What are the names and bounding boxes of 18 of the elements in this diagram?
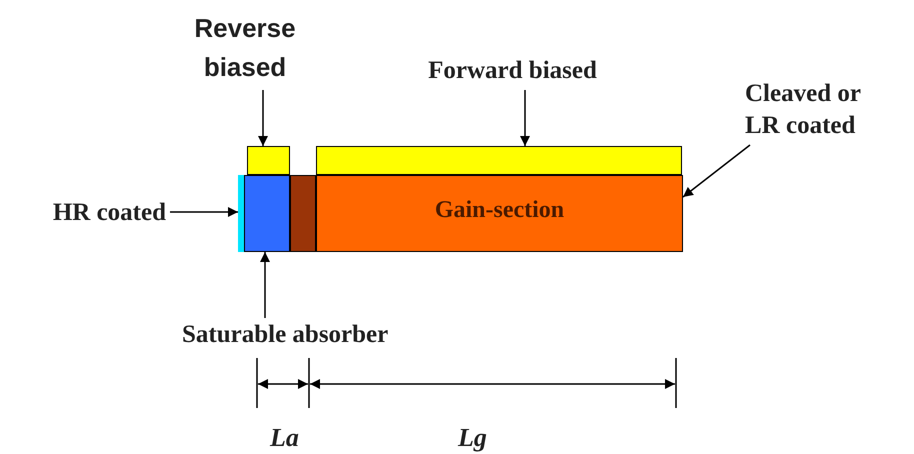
arrow	[260, 252, 270, 318]
absorber-label: Saturable absorber	[182, 320, 388, 350]
arrow	[520, 90, 530, 146]
contact-pad	[316, 146, 682, 175]
arrow	[170, 207, 238, 217]
gain-section	[316, 175, 683, 252]
absorber-section	[244, 175, 290, 252]
dimension-label: Lg	[458, 422, 487, 454]
section-label: Gain-section	[434, 196, 564, 224]
arrow	[682, 144, 750, 198]
facet-label: HR coated	[52, 198, 166, 228]
bias-label: Reverse biased	[193, 12, 297, 84]
dimension-label: La	[270, 422, 299, 454]
bias-label: Forward biased	[428, 56, 597, 86]
facet-label: Cleaved or LR coated	[745, 78, 862, 141]
passive-section	[290, 175, 316, 252]
contact-pad	[247, 146, 290, 175]
arrow	[258, 90, 268, 146]
